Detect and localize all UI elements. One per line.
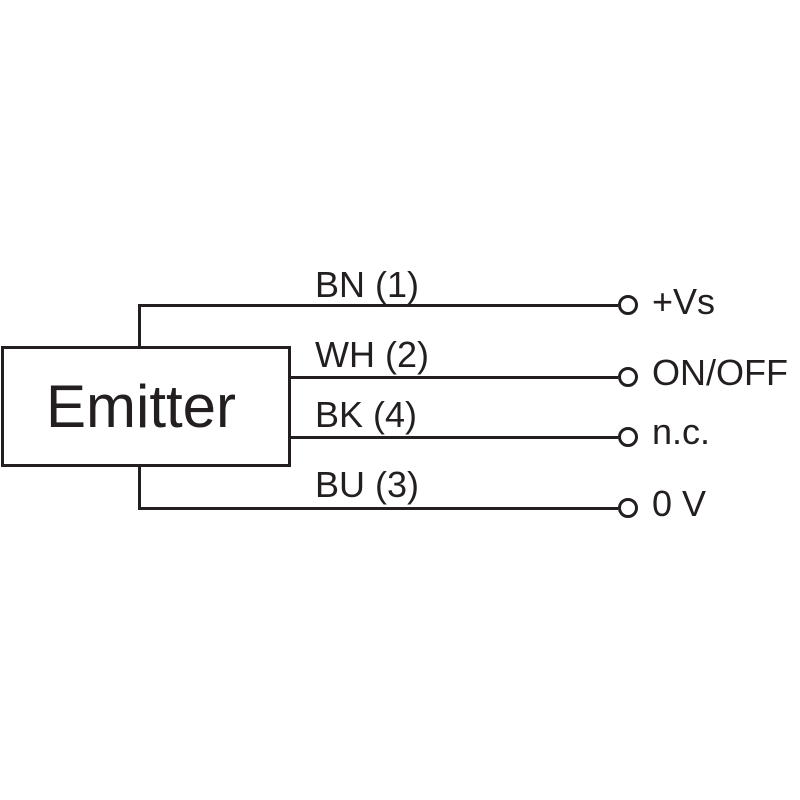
wire-wh-label: WH (2) [315,334,429,375]
wire-bu-label: BU (3) [315,464,420,505]
wire-bk-terminal-label: n.c. [652,411,711,452]
wire-wh-line [288,376,618,379]
wire-wh-terminal-circle [618,367,638,387]
wire-bn-vertical-segment [138,304,141,349]
wire-bk-line [288,436,618,439]
wire-bu-vertical-segment [138,464,141,510]
wire-bn-terminal-circle [618,295,638,315]
wire-bn-label: BN (1) [315,264,420,305]
wire-bu-line [138,507,618,510]
wire-bu-terminal-circle [618,498,638,518]
wire-bu-terminal-label: 0 V [652,483,707,524]
wire-wh-terminal-label: ON/OFF [652,352,788,393]
wire-bn-line [138,304,618,307]
wire-bk-label: BK (4) [315,394,418,435]
wire-bn-terminal-label: +Vs [652,281,716,322]
device-box: Emitter [1,346,291,467]
device-label: Emitter [45,372,237,440]
wire-bk-terminal-circle [618,427,638,447]
